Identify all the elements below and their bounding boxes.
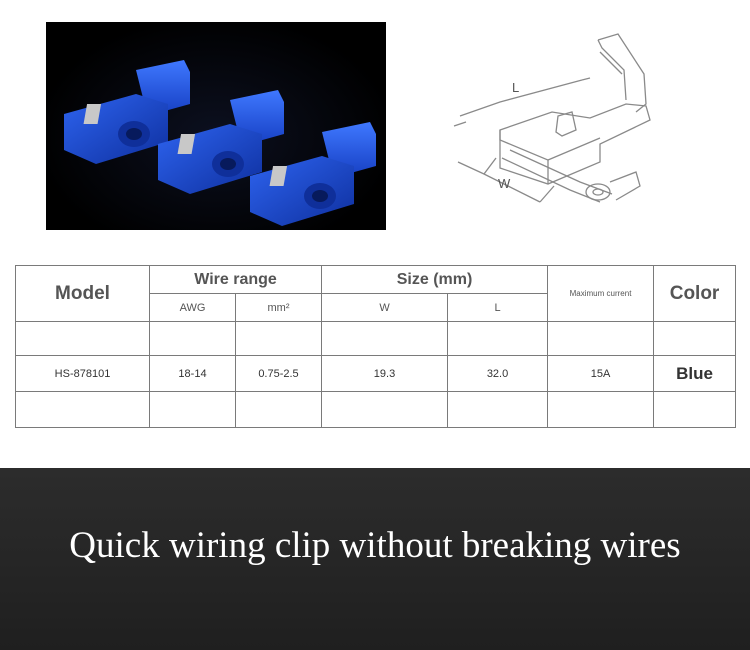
product-photo <box>46 22 386 230</box>
table-header-row: Model Wire range Size (mm) Maximum curre… <box>15 265 737 322</box>
table-row-empty <box>15 321 737 356</box>
header-size: Size (mm) <box>321 265 549 294</box>
header-awg: AWG <box>149 293 236 322</box>
header-l: L <box>447 293 549 322</box>
cell-model: HS-878101 <box>15 355 150 392</box>
table-row-empty <box>15 391 737 428</box>
header-mm2: mm² <box>234 293 323 322</box>
connector-1 <box>64 60 190 164</box>
connector-2 <box>158 90 284 194</box>
table-subheader-row: AWG mm² W L <box>16 293 736 322</box>
connector-outline-icon: L W <box>453 33 651 203</box>
cell-color: Blue <box>653 355 737 392</box>
table-row: HS-878101 18-14 0.75-2.5 19.3 32.0 15A B… <box>15 355 737 392</box>
header-max-current: Maximum current <box>547 265 655 322</box>
slogan-text: Quick wiring clip without breaking wires <box>69 525 681 566</box>
header-w: W <box>321 293 449 322</box>
spec-table: Model Wire range Size (mm) Maximum curre… <box>15 265 737 428</box>
header-color: Color <box>653 265 737 322</box>
dimension-w-label: W <box>498 176 511 191</box>
slogan-banner: Quick wiring clip without breaking wires <box>0 468 750 650</box>
technical-drawing: L W <box>440 22 710 232</box>
cell-awg: 18-14 <box>149 355 236 392</box>
header-model: Model <box>15 265 150 322</box>
cell-current: 15A <box>547 355 655 392</box>
connector-3 <box>250 122 376 226</box>
cell-w: 19.3 <box>321 355 449 392</box>
blue-wire-connector-icon <box>64 60 376 226</box>
cell-mm2: 0.75-2.5 <box>234 355 323 392</box>
dimension-l-label: L <box>512 80 519 95</box>
cell-l: 32.0 <box>447 355 549 392</box>
header-wire-range: Wire range <box>148 265 323 294</box>
